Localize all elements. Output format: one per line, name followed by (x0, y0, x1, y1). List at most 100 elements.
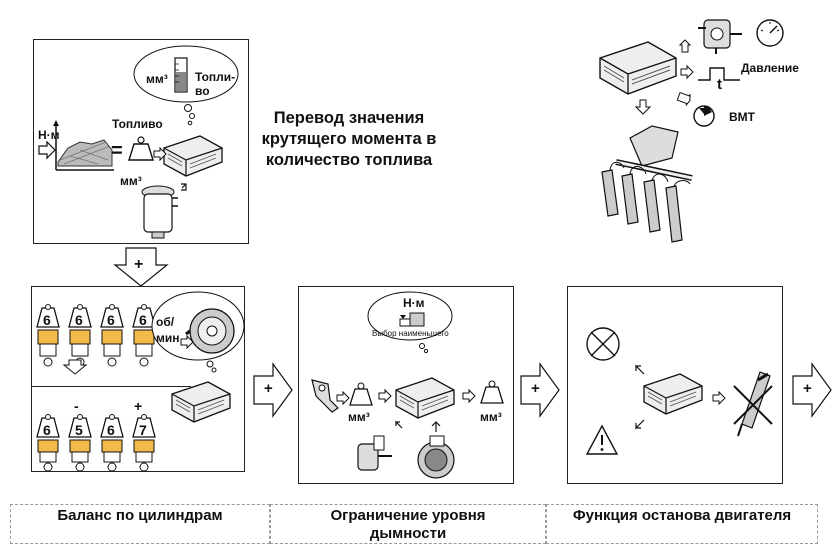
cylinder-value: 6 (107, 422, 115, 438)
weight-icon (128, 136, 154, 161)
caption-box-stop (546, 504, 818, 544)
cylinder-unit: 6 (98, 302, 126, 368)
ecu-main-icon (599, 41, 677, 95)
bubble-fuel-label: Топли- во (195, 70, 236, 98)
disabled-injector-icon (733, 371, 773, 437)
cylinder-unit: 6 (66, 302, 94, 368)
plus-symbol-right-1: + (264, 380, 273, 397)
arrow-up-to-ecu-icon (181, 183, 187, 191)
arrow-small-icon (336, 390, 350, 406)
cylinder-value: 6 (107, 312, 115, 328)
cylinder-unit: 6 (98, 414, 126, 472)
cylinder-unit: 6 (34, 302, 62, 368)
arrow-down-icon (634, 99, 652, 115)
weight-icon (100, 414, 124, 438)
time-label: t (717, 76, 722, 93)
plus-right-arrow-icon (253, 362, 293, 418)
cylinder-unit: 6 (34, 414, 62, 472)
plus-label: + (134, 398, 143, 414)
crossed-circle-icon (586, 327, 620, 361)
smoke-torque-label: Н·м (403, 296, 425, 310)
air-flow-meter-icon (417, 435, 455, 479)
arrow-up-small-icon (395, 420, 403, 429)
cylinder-unit: 7 (130, 414, 158, 472)
select-min-label: Выбор наименьшего (372, 329, 449, 338)
pressure-gauge-icon (756, 19, 784, 47)
equals-sign: = (111, 140, 123, 162)
arrow-to-ecu-icon (153, 146, 167, 162)
piston-icon (69, 439, 91, 472)
torque-map-graph (53, 120, 114, 171)
cylinder-value: 6 (75, 312, 83, 328)
weight-icon (132, 304, 156, 328)
caption-box-smoke (270, 504, 546, 544)
pulse-signal-icon (698, 67, 740, 81)
weight-icon (349, 382, 373, 406)
torque-label: Н·м (38, 128, 60, 142)
caption-balance: Баланс по цилиндрам (57, 507, 223, 524)
arrow-to-regulator-icon (678, 39, 692, 53)
ecu-icon (395, 377, 455, 419)
throttle-sensor-icon (311, 379, 339, 413)
ecu-icon (163, 135, 223, 177)
plus-symbol-down: + (134, 256, 144, 273)
arrow-small-icon (635, 419, 645, 430)
input-arrow-icon (38, 140, 56, 160)
arrow-up-small-icon (431, 421, 441, 432)
piston-icon (133, 329, 155, 367)
balance-divider (31, 386, 191, 387)
conversion-title: Перевод значения крутящего момента в кол… (261, 109, 437, 169)
weight-icon (68, 414, 92, 438)
cylinder-value: 6 (43, 312, 51, 328)
weight-icon (100, 304, 124, 328)
weight-icon (36, 304, 60, 328)
smoke-unit-left: мм³ (348, 410, 370, 424)
minus-label: - (74, 398, 79, 414)
pressure-label: Давление (741, 61, 799, 75)
pressure-regulator-icon (698, 19, 742, 54)
ecu-icon (643, 373, 703, 415)
arrow-small-icon (462, 388, 476, 404)
arrow-small-icon (712, 390, 726, 406)
down-arrow-icon (62, 359, 88, 375)
arrow-small-icon (635, 364, 645, 375)
weight-icon (36, 414, 60, 438)
plus-symbol-right-3: + (803, 380, 812, 397)
cylinder-value: 7 (139, 422, 147, 438)
plus-right-arrow-icon (792, 362, 832, 418)
cylinder-value: 5 (75, 422, 83, 438)
boost-sensor-icon (357, 435, 392, 471)
warning-icon (585, 424, 619, 455)
tdc-sensor-icon (693, 105, 715, 127)
tdc-label: ВМТ (729, 110, 755, 124)
cylinder-value: 6 (139, 312, 147, 328)
caption-smoke: Ограничение уровня дымности (330, 507, 486, 542)
piston-icon (101, 329, 123, 367)
piston-icon (37, 439, 59, 472)
piston-icon (133, 439, 155, 472)
weight-icon (132, 414, 156, 438)
piston-icon (69, 329, 91, 367)
plus-right-arrow-icon (520, 362, 560, 418)
caption-box-balance (10, 504, 270, 544)
ecu-icon (171, 381, 231, 423)
arrow-to-signal-icon (680, 64, 694, 80)
cylinder-unit: 6 (130, 302, 158, 368)
cylinder-unit: 5 (66, 414, 94, 472)
bubble-unit-label: мм³ (146, 72, 168, 86)
plus-down-arrow-icon (113, 247, 169, 287)
flywheel-sensor-icon (185, 308, 235, 354)
fuel-unit-label: мм³ (120, 174, 142, 188)
piston-icon (37, 329, 59, 367)
smoke-unit-right: мм³ (480, 410, 502, 424)
fuel-axis-label: Топливо (112, 117, 163, 131)
weight-icon (480, 380, 504, 404)
arrow-to-tdc-icon (676, 91, 691, 106)
balance-row-2: 6 5 6 7 (34, 402, 158, 472)
min-selector-icon (399, 312, 425, 327)
plus-symbol-right-2: + (531, 380, 540, 397)
fuel-filter-icon (141, 185, 178, 239)
cylinder-value: 6 (43, 422, 51, 438)
common-rail-icon (601, 125, 693, 243)
weight-icon (68, 304, 92, 328)
